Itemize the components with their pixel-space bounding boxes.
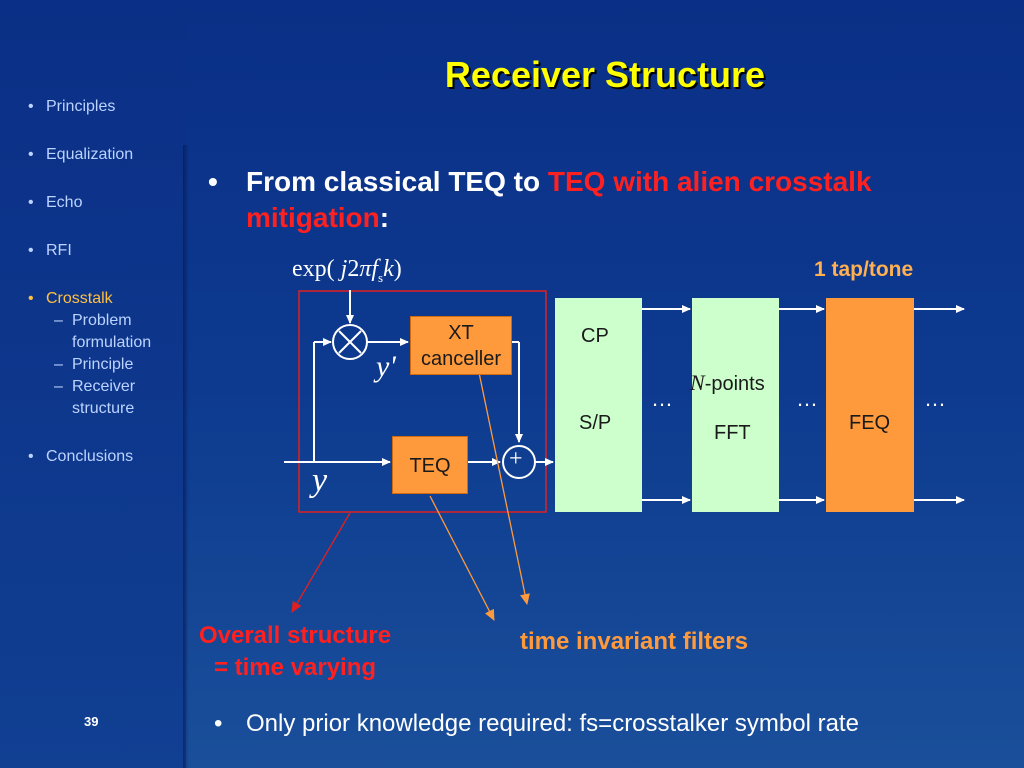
y-label: y: [312, 462, 328, 499]
exp-prefix: exp(: [292, 256, 335, 282]
page-number: 39: [84, 714, 99, 729]
annotation-time-varying: Overall structure = time varying: [160, 620, 430, 684]
exp-pi: π: [359, 256, 372, 282]
xt-line2: canceller: [420, 348, 502, 370]
dots-3: …: [924, 386, 946, 411]
bullet-dot: •: [208, 166, 218, 197]
exp-k: k: [383, 256, 394, 282]
exp-label: exp( j2πfsk): [292, 256, 402, 286]
bullet-secondary: • Only prior knowledge required: fs=cross…: [214, 710, 859, 738]
sidebar-item-principles[interactable]: Principles: [28, 96, 151, 118]
annotation-line2: = time varying: [213, 654, 377, 681]
fft-block: FFT: [692, 298, 779, 512]
fft-points-label: N-points: [690, 370, 765, 396]
cp-label: CP: [581, 325, 609, 347]
sidebar-item-rfi[interactable]: RFI: [28, 240, 151, 262]
sidebar-divider: [183, 145, 189, 768]
annotation-time-invariant: time invariant filters: [520, 628, 749, 655]
subitem-line1: Receiver: [72, 378, 136, 395]
sidebar-item-crosstalk[interactable]: Crosstalk: [28, 288, 151, 310]
page-title: Receiver Structure: [444, 54, 766, 95]
sidebar-subitem-problem-formulation[interactable]: Problem formulation: [28, 310, 151, 354]
exp-f: f: [371, 256, 379, 282]
subitem-line2: structure: [72, 400, 135, 417]
sidebar-nav: Principles Equalization Echo RFI Crossta…: [28, 96, 151, 468]
sp-block: CP S/P: [555, 298, 642, 512]
fft-points: -points: [704, 373, 765, 395]
exp-j: j: [334, 256, 348, 282]
exp-two: 2: [347, 256, 360, 282]
bullet-main: • From classical TEQ to TEQ with alien c…: [208, 164, 928, 236]
dots-1: …: [651, 386, 673, 411]
subitem-line1: Problem: [72, 312, 132, 329]
arrow-time-invariant-2: [475, 357, 530, 605]
bullet-text: From classical TEQ to TEQ with alien cro…: [208, 164, 928, 236]
sidebar-item-conclusions[interactable]: Conclusions: [28, 446, 151, 468]
time-varying-outline: [298, 290, 547, 513]
feq-block: FEQ: [826, 298, 914, 512]
bullet-secondary-text: Only prior knowledge required: fs=crosst…: [246, 710, 859, 737]
xt-canceller-block: XT canceller: [410, 316, 512, 375]
subitem-line2: formulation: [72, 334, 152, 351]
fft-label: FFT: [714, 422, 751, 444]
adder-symbol: +: [509, 446, 523, 472]
tap-label: 1 tap/tone: [814, 258, 914, 281]
bullet-text-part3: :: [379, 202, 390, 233]
sp-label: S/P: [579, 412, 612, 434]
sidebar-subitem-principle[interactable]: Principle: [28, 354, 151, 376]
bullet-text-highlight: TEQ with alien crosstalk mitigation: [246, 166, 872, 233]
annotation-line1: Overall structure: [198, 622, 392, 649]
teq-block: TEQ: [392, 436, 468, 494]
bullet-text-part1: From classical TEQ to: [246, 166, 548, 197]
subitem-line1: Principle: [72, 356, 134, 373]
exp-suffix: ): [393, 256, 402, 282]
feq-label: FEQ: [849, 412, 891, 434]
arrow-time-varying: [291, 512, 351, 613]
arrow-time-invariant-1: [429, 495, 495, 621]
sidebar-item-equalization[interactable]: Equalization: [28, 144, 151, 166]
sidebar-subitem-receiver-structure[interactable]: Receiver structure: [28, 376, 151, 420]
sidebar-item-echo[interactable]: Echo: [28, 192, 151, 214]
bullet-dot: •: [214, 710, 223, 737]
multiplier-icon: [332, 324, 368, 360]
dots-2: …: [796, 386, 818, 411]
fft-n: N: [690, 370, 705, 395]
y-prime-label: y': [376, 350, 396, 383]
exp-sub: s: [378, 269, 384, 285]
xt-line1: XT: [448, 322, 474, 344]
